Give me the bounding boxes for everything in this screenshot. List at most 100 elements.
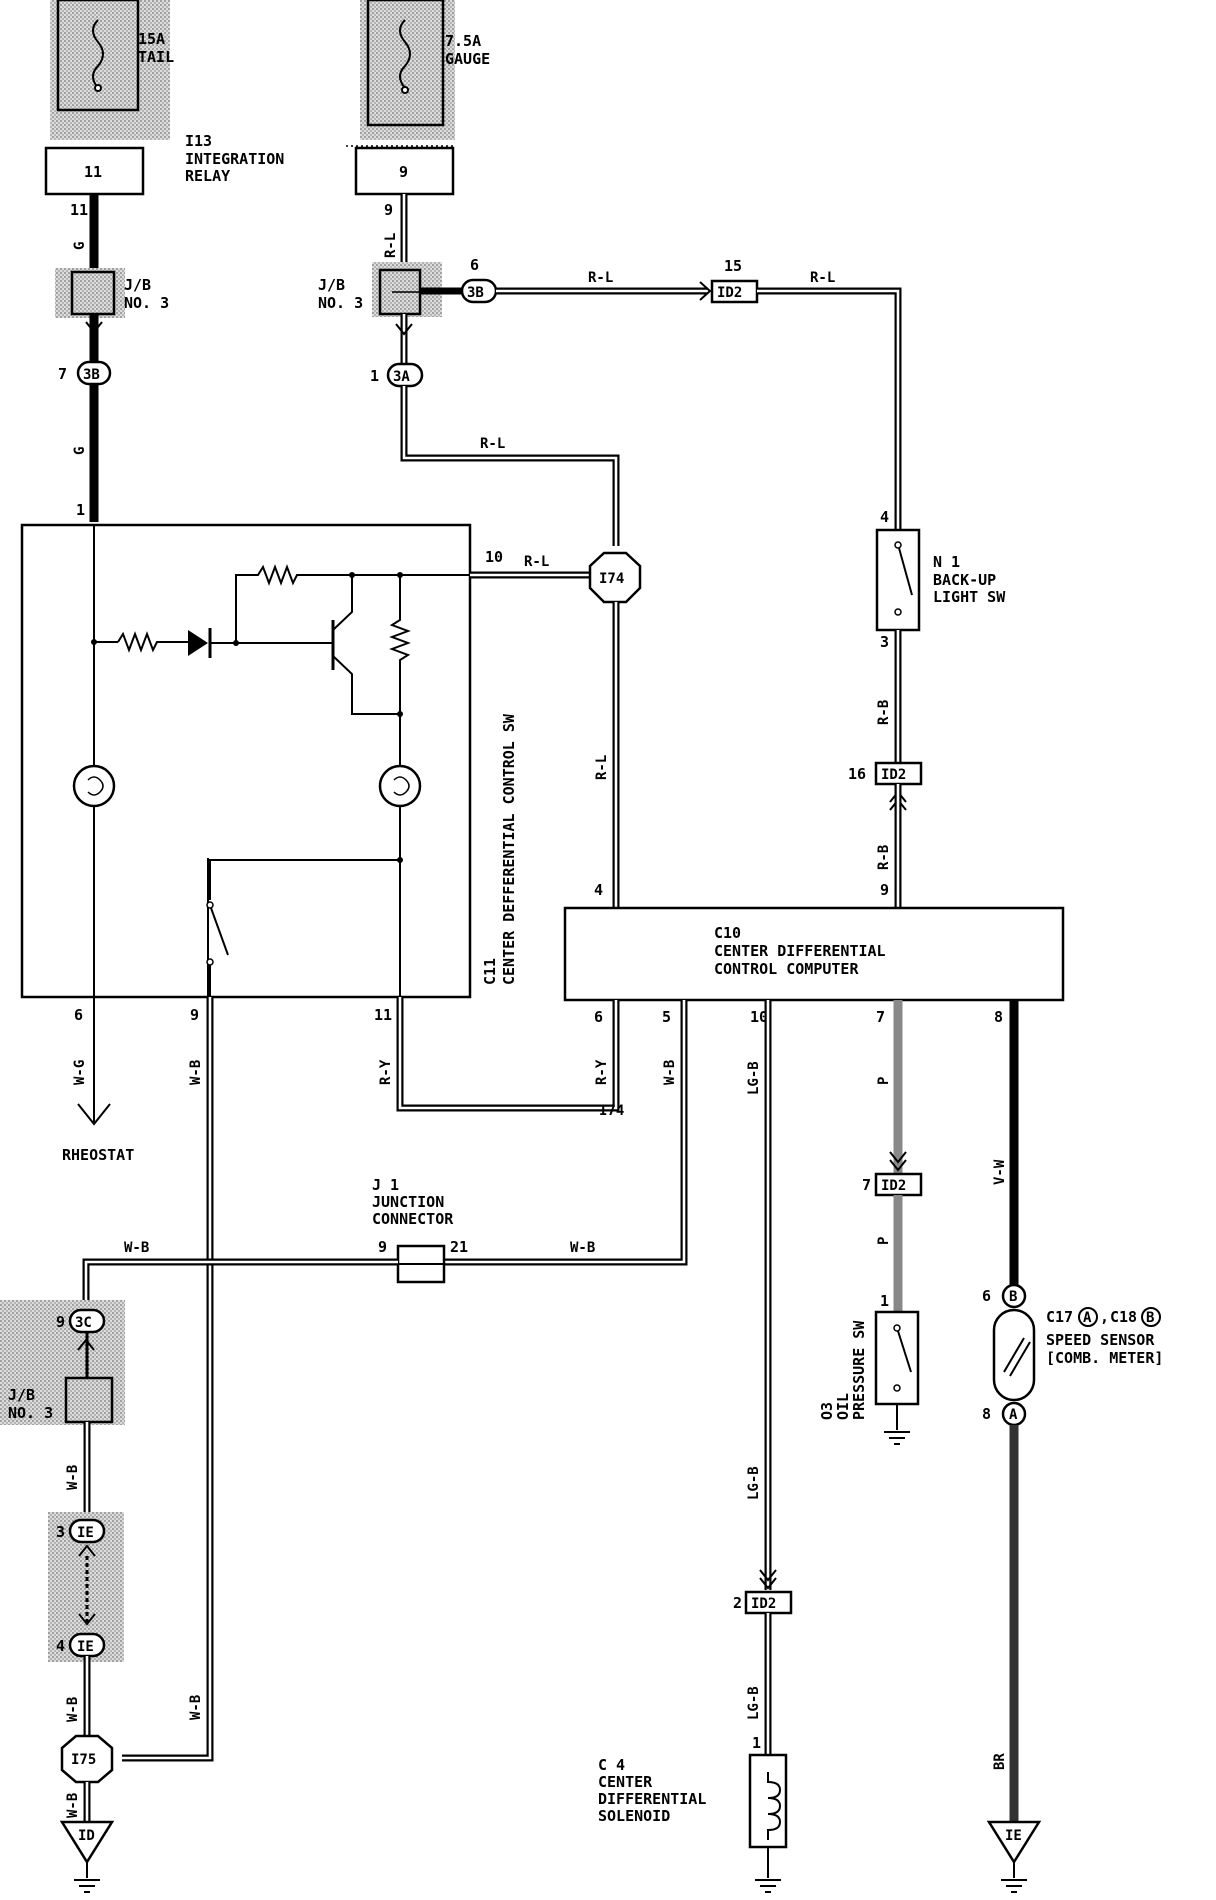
wire-rl-i74: R-L — [524, 554, 549, 570]
jb-top-right-line2: NO. 3 — [318, 294, 363, 312]
speed-name-line1: SPEED SENSOR — [1046, 1331, 1155, 1349]
jb-top-right-wire: R-L — [383, 233, 399, 258]
jb-top-left-conn: 3B — [83, 367, 100, 383]
fuse-gauge-rating: 7.5A — [445, 32, 481, 50]
i75-code: I75 — [71, 1752, 96, 1768]
i74-code: I74 — [599, 571, 624, 587]
id2-7-pin: 7 — [862, 1176, 871, 1194]
jb-top-right-conn-side: 3B — [467, 285, 484, 301]
wire-rl-loop: R-L — [480, 436, 505, 452]
ground-right-code: IE — [1005, 1828, 1022, 1844]
c10-code: C10 — [714, 924, 741, 942]
j1-code: J 1 — [372, 1176, 399, 1194]
wire-lgb-2: LG-B — [746, 1466, 762, 1500]
ie-3-pin: 3 — [56, 1523, 65, 1541]
c4-name-line2: DIFFERENTIAL — [598, 1790, 706, 1808]
ie-4-code: IE — [77, 1639, 94, 1655]
jb3-3c-code: 3C — [75, 1315, 92, 1331]
jb-top-right-pin: 9 — [384, 201, 393, 219]
fuse-tail: 15A TAIL — [50, 0, 174, 140]
gauge-branch: 9 R-L J/B NO. 3 3B 6 R-L ID2 15 R-L 3A 1… — [318, 194, 902, 546]
speed-pin-top: 6 — [982, 1287, 991, 1305]
c11-pin-10: 10 — [485, 548, 503, 566]
c11-name: CENTER DEFFERENTIAL CONTROL SW — [500, 713, 518, 985]
wire-wb-ie: W-B — [65, 1697, 81, 1722]
wire-vw: V-W — [992, 1159, 1008, 1185]
c4-code: C 4 — [598, 1756, 625, 1774]
relay-name-line2: RELAY — [185, 167, 230, 185]
speed-conn-a: A — [1009, 1407, 1018, 1423]
id2-2-code: ID2 — [751, 1596, 776, 1612]
jb-top-left-pin: 11 — [70, 201, 88, 219]
i74-junction: R-L I74 R-L — [470, 551, 642, 910]
j1-name-line1: JUNCTION — [372, 1193, 444, 1211]
c10-pin-7: 7 — [876, 1008, 885, 1026]
wire-wb-gnd: W-B — [65, 1793, 81, 1818]
tail-branch: 11 G J/B NO. 3 3B 7 G 1 — [55, 194, 169, 522]
fuse-gauge-name: GAUGE — [445, 50, 490, 68]
jb-top-left-wire-out: G — [72, 447, 88, 455]
id2-7-code: ID2 — [881, 1178, 906, 1194]
jb-top-right-conn-side-pin: 6 — [470, 256, 479, 274]
wire-rl-down: R-L — [594, 755, 610, 780]
jb-top-left-conn-pin: 7 — [58, 365, 67, 383]
jb-bottom-line1: J/B — [8, 1386, 35, 1404]
c11-pin-1: 1 — [76, 501, 85, 519]
c10-name-line1: CENTER DIFFERENTIAL — [714, 942, 886, 960]
jb-top-right-line1: J/B — [318, 276, 345, 294]
jb-top-left-line2: NO. 3 — [124, 294, 169, 312]
speed-code2: C18 — [1110, 1308, 1137, 1326]
c4-name-line3: SOLENOID — [598, 1807, 670, 1825]
wire-wb-9: W-B — [188, 1060, 204, 1085]
speed-name-line2: [COMB. METER] — [1046, 1349, 1163, 1367]
wire-wb-j1-right: W-B — [570, 1240, 595, 1256]
rheostat-label: RHEOSTAT — [62, 1146, 134, 1164]
jb-top-right-conn-down: 3A — [393, 369, 410, 385]
c11-lower-wiring: W-G RHEOSTAT W-B W-B R-Y R-Y I74 W-B W-B — [62, 997, 688, 1762]
wire-ry-right: R-Y — [594, 1059, 610, 1085]
speed-pin-bottom: 8 — [982, 1405, 991, 1423]
jb-top-left-line1: J/B — [124, 276, 151, 294]
o3-code: O3 — [818, 1402, 836, 1420]
wire-lgb-1: LG-B — [746, 1061, 762, 1095]
wire-br: BR — [992, 1753, 1008, 1770]
o3-name-line2: PRESSURE SW — [850, 1320, 868, 1420]
wire-lgb-3: LG-B — [746, 1686, 762, 1720]
relay-pin-right: 9 — [399, 163, 408, 181]
c11-switch: C11 CENTER DEFFERENTIAL CONTROL SW 10 6 … — [20, 523, 518, 1024]
wire-rb-upper: R-B — [876, 700, 892, 725]
wire-rb-lower: R-B — [876, 845, 892, 870]
n1-pin-bottom: 3 — [880, 633, 889, 651]
id2-16-code: ID2 — [881, 767, 906, 783]
i74-lower-code: I74 — [599, 1103, 624, 1119]
fuse-tail-rating: 15A — [138, 30, 165, 48]
id2-16-pin: 16 — [848, 765, 866, 783]
c10-pin-9: 9 — [880, 881, 889, 899]
n1-pin-top: 4 — [880, 508, 889, 526]
o3-name-line1: OIL — [834, 1393, 852, 1420]
j1-pin-left: 9 — [378, 1238, 387, 1256]
c10-pin-5: 5 — [662, 1008, 671, 1026]
id2-15-pin: 15 — [724, 257, 742, 275]
speed-sep: , — [1100, 1308, 1109, 1326]
c10-pin-10: 10 — [750, 1008, 768, 1026]
c11-pin-9: 9 — [190, 1006, 199, 1024]
wire-p-1: P — [876, 1077, 892, 1085]
relay-name-line1: INTEGRATION — [185, 150, 284, 168]
wire-rl-top: R-L — [588, 270, 613, 286]
c10-name-line2: CONTROL COMPUTER — [714, 960, 859, 978]
wire-p-2: P — [876, 1237, 892, 1245]
jb-bottom-line2: NO. 3 — [8, 1404, 53, 1422]
wire-wg: W-G — [72, 1060, 88, 1085]
n1-code: N 1 — [933, 553, 960, 571]
j1-name-line2: CONNECTOR — [372, 1210, 454, 1228]
c11-code: C11 — [481, 958, 499, 985]
c10-pin-8: 8 — [994, 1008, 1003, 1026]
o3-pin: 1 — [880, 1292, 889, 1310]
wire-wb-jb3: W-B — [65, 1465, 81, 1490]
ie-3-code: IE — [77, 1525, 94, 1541]
jb-top-right-conn-down-pin: 1 — [370, 367, 379, 385]
wire-wb-j1-left: W-B — [124, 1240, 149, 1256]
c10-pin-6: 6 — [594, 1008, 603, 1026]
